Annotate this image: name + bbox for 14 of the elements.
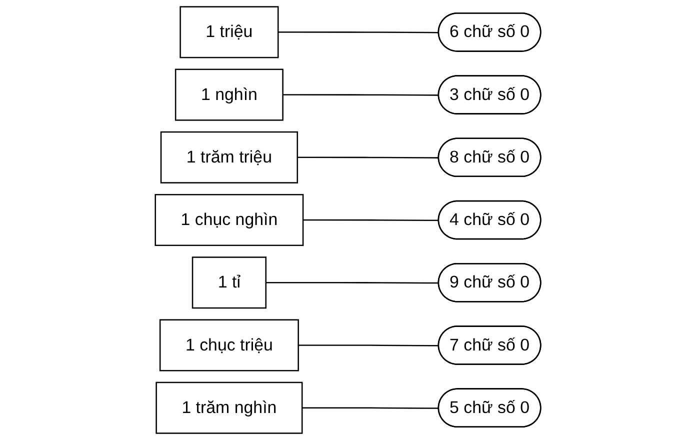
node-box: 1 trăm nghìn	[156, 382, 303, 434]
connector	[282, 94, 439, 96]
connector	[303, 219, 439, 222]
node-box: 1 tỉ	[192, 256, 267, 309]
node-box: 1 triệu	[180, 6, 279, 58]
connector	[278, 32, 439, 34]
connector	[266, 282, 439, 284]
connector	[302, 407, 439, 409]
connector	[298, 344, 439, 346]
node-box: 1 trăm triệu	[160, 131, 298, 184]
node-box: 1 nghìn	[174, 68, 284, 121]
node-box: 1 chục nghìn	[154, 194, 304, 246]
node-box: 1 chục triệu	[159, 319, 299, 372]
connector	[297, 156, 439, 158]
